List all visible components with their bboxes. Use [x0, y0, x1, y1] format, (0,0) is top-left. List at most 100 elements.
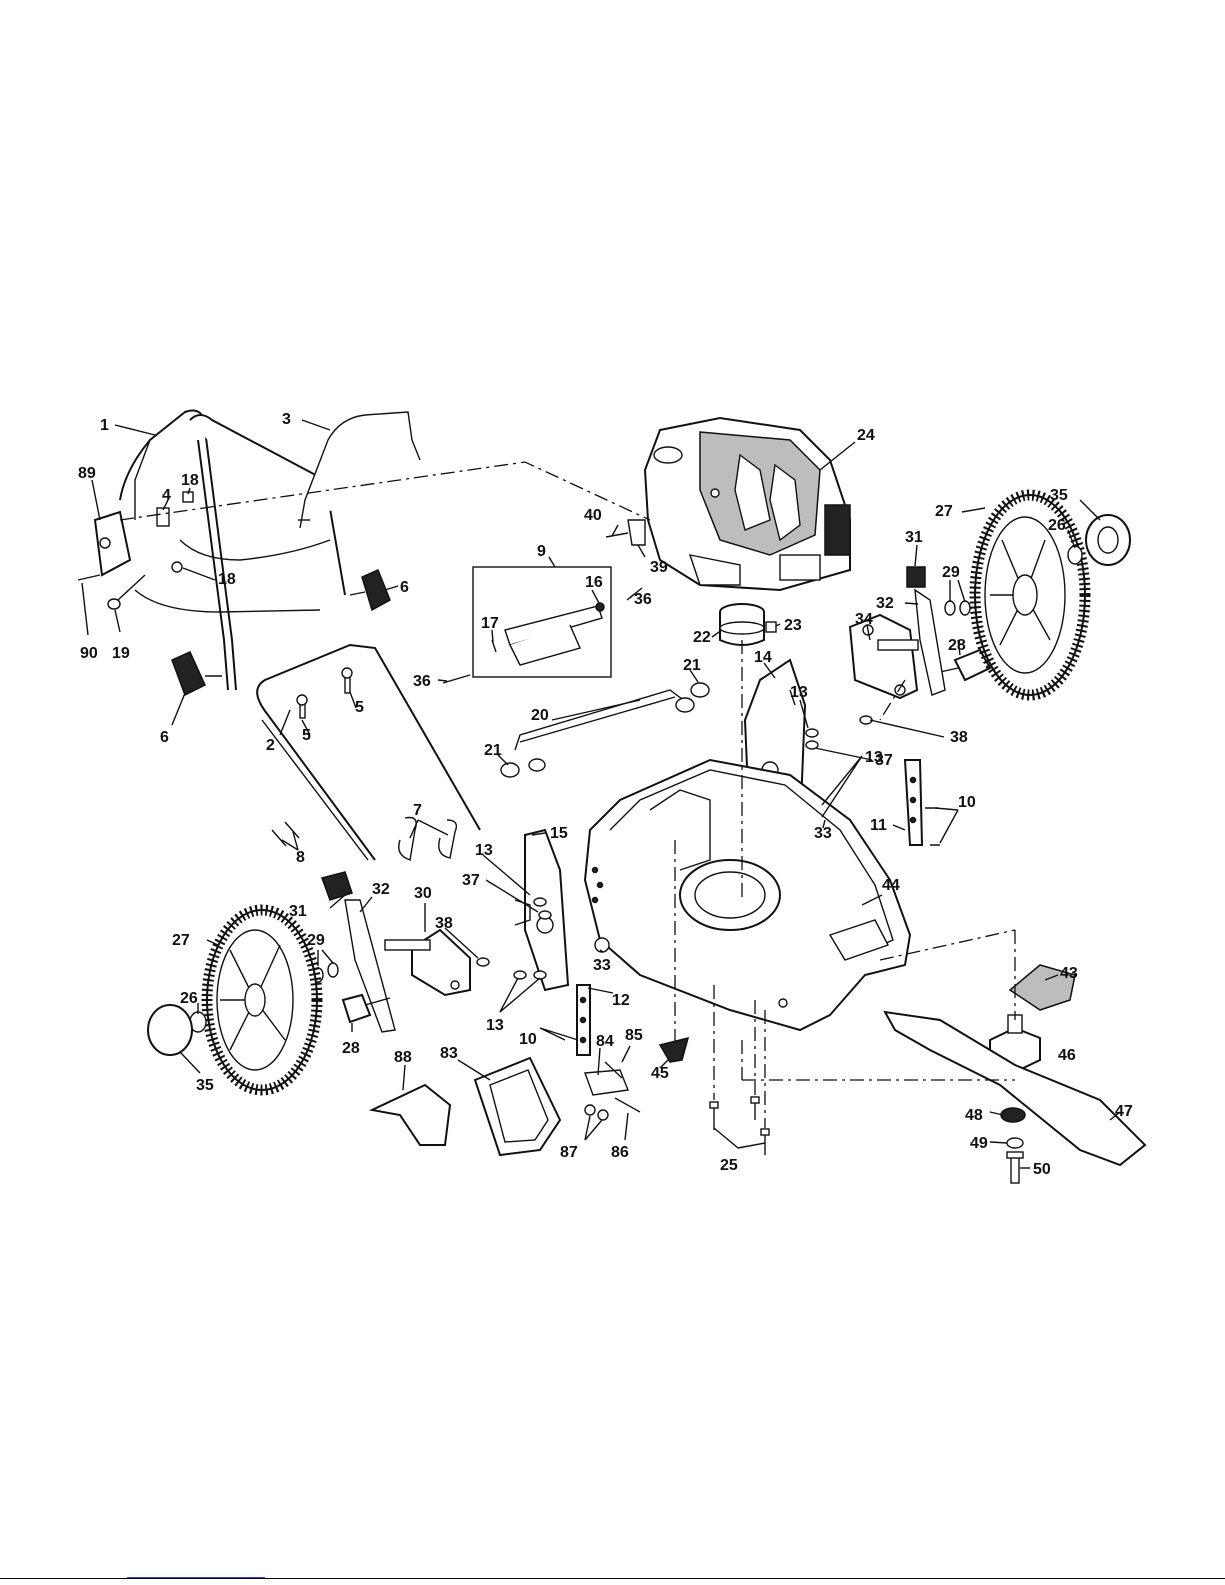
label-48: 48	[965, 1107, 983, 1124]
label-13-right-top: 13	[790, 684, 808, 701]
plug-45	[660, 1038, 688, 1062]
height-lever-32-right	[915, 590, 945, 695]
label-28-right: 28	[948, 637, 966, 654]
label-89: 89	[78, 465, 96, 482]
washer-38-left	[477, 958, 489, 966]
label-26-left: 26	[180, 990, 198, 1007]
label-6-upper: 6	[400, 579, 409, 596]
label-13-left-top: 13	[475, 842, 493, 859]
upper-handle	[120, 410, 345, 690]
hubcap-35-right	[1086, 515, 1130, 565]
nut-87a	[585, 1105, 595, 1115]
height-rod-20	[515, 690, 694, 771]
label-5b: 5	[355, 699, 364, 716]
label-14: 14	[754, 649, 772, 666]
label-21-top: 21	[683, 657, 701, 674]
footer-rule	[0, 1578, 1225, 1579]
washer-29-right-a	[945, 601, 955, 615]
handle-knob-upper	[350, 570, 390, 610]
handle-knob-lower	[172, 652, 222, 695]
label-32-left: 32	[372, 881, 390, 898]
label-36-top: 36	[634, 591, 652, 608]
label-29-left: 29	[307, 932, 325, 949]
label-47: 47	[1115, 1103, 1133, 1120]
label-16: 16	[585, 574, 603, 591]
rear-wheel-27-left	[207, 910, 317, 1090]
label-6-lower: 6	[160, 729, 169, 746]
spring-86	[615, 1098, 640, 1112]
label-37-left: 37	[462, 872, 480, 889]
label-86: 86	[611, 1144, 629, 1161]
label-43: 43	[1060, 965, 1078, 982]
washer-29-right-b	[960, 601, 970, 615]
label-35-right: 35	[1050, 487, 1068, 504]
nut-18-side	[172, 562, 182, 572]
label-35-left: 35	[196, 1077, 214, 1094]
pin-40	[606, 533, 628, 537]
label-7: 7	[413, 802, 422, 819]
washer-48	[1001, 1108, 1025, 1122]
engine-24	[645, 418, 850, 590]
label-20: 20	[531, 707, 549, 724]
label-40: 40	[584, 507, 602, 524]
mulch-cover-83	[475, 1058, 560, 1155]
label-26-right: 26	[1048, 517, 1066, 534]
label-24: 24	[857, 427, 875, 444]
screw-90-shaft	[78, 575, 100, 580]
label-85: 85	[625, 1027, 643, 1044]
label-49: 49	[970, 1135, 988, 1152]
footer-link[interactable]	[127, 1577, 265, 1578]
label-34: 34	[855, 611, 873, 628]
label-28-left: 28	[342, 1040, 360, 1057]
bracket-11	[905, 760, 922, 845]
wheel-cap-31-left	[322, 872, 352, 900]
label-50: 50	[1033, 1161, 1051, 1178]
pin-8a	[272, 830, 286, 846]
label-27-right: 27	[935, 503, 953, 520]
nut-33-left	[595, 938, 609, 952]
bolts-25	[710, 1097, 769, 1155]
eyebolt-19-shaft	[118, 575, 145, 600]
label-8: 8	[296, 849, 305, 866]
label-1: 1	[100, 417, 109, 434]
wheel-cap-31-right	[907, 567, 925, 587]
screws-10-right	[925, 808, 940, 845]
label-90: 90	[80, 645, 98, 662]
label-4: 4	[162, 487, 171, 504]
label-10-left: 10	[519, 1031, 537, 1048]
cap-21-bottom	[501, 763, 519, 777]
label-21-bottom: 21	[484, 742, 502, 759]
label-25: 25	[720, 1157, 738, 1174]
label-5a: 5	[302, 727, 311, 744]
label-19: 19	[112, 645, 130, 662]
nut-87b	[598, 1110, 608, 1120]
label-38-right: 38	[950, 729, 968, 746]
label-11: 11	[870, 817, 887, 834]
label-36-mid: 36	[413, 673, 431, 690]
bracket-84	[585, 1070, 628, 1095]
label-39: 39	[650, 559, 668, 576]
pulley-22	[720, 604, 764, 645]
label-84: 84	[596, 1033, 614, 1050]
label-46: 46	[1058, 1047, 1076, 1064]
washer-49	[1007, 1138, 1023, 1148]
washer-29-left-b	[328, 963, 338, 977]
operator-bail	[298, 412, 420, 528]
screw-36-mid	[443, 675, 470, 683]
label-23: 23	[784, 617, 802, 634]
label-31-left: 31	[289, 903, 307, 920]
label-87: 87	[560, 1144, 578, 1161]
label-38-left: 38	[435, 915, 453, 932]
hubcap-35-left	[148, 1005, 192, 1055]
cable-clip-4	[157, 508, 169, 526]
label-44: 44	[882, 877, 900, 894]
label-31-right: 31	[905, 529, 923, 546]
rear-wheel-27-right	[975, 495, 1085, 695]
axle-bolt-28-right	[940, 650, 990, 680]
label-32-right: 32	[876, 595, 894, 612]
label-33-right: 33	[814, 825, 832, 842]
side-bracket-15	[515, 830, 568, 990]
label-18-top: 18	[181, 472, 199, 489]
bracket-39	[628, 520, 645, 545]
label-83: 83	[440, 1045, 458, 1062]
